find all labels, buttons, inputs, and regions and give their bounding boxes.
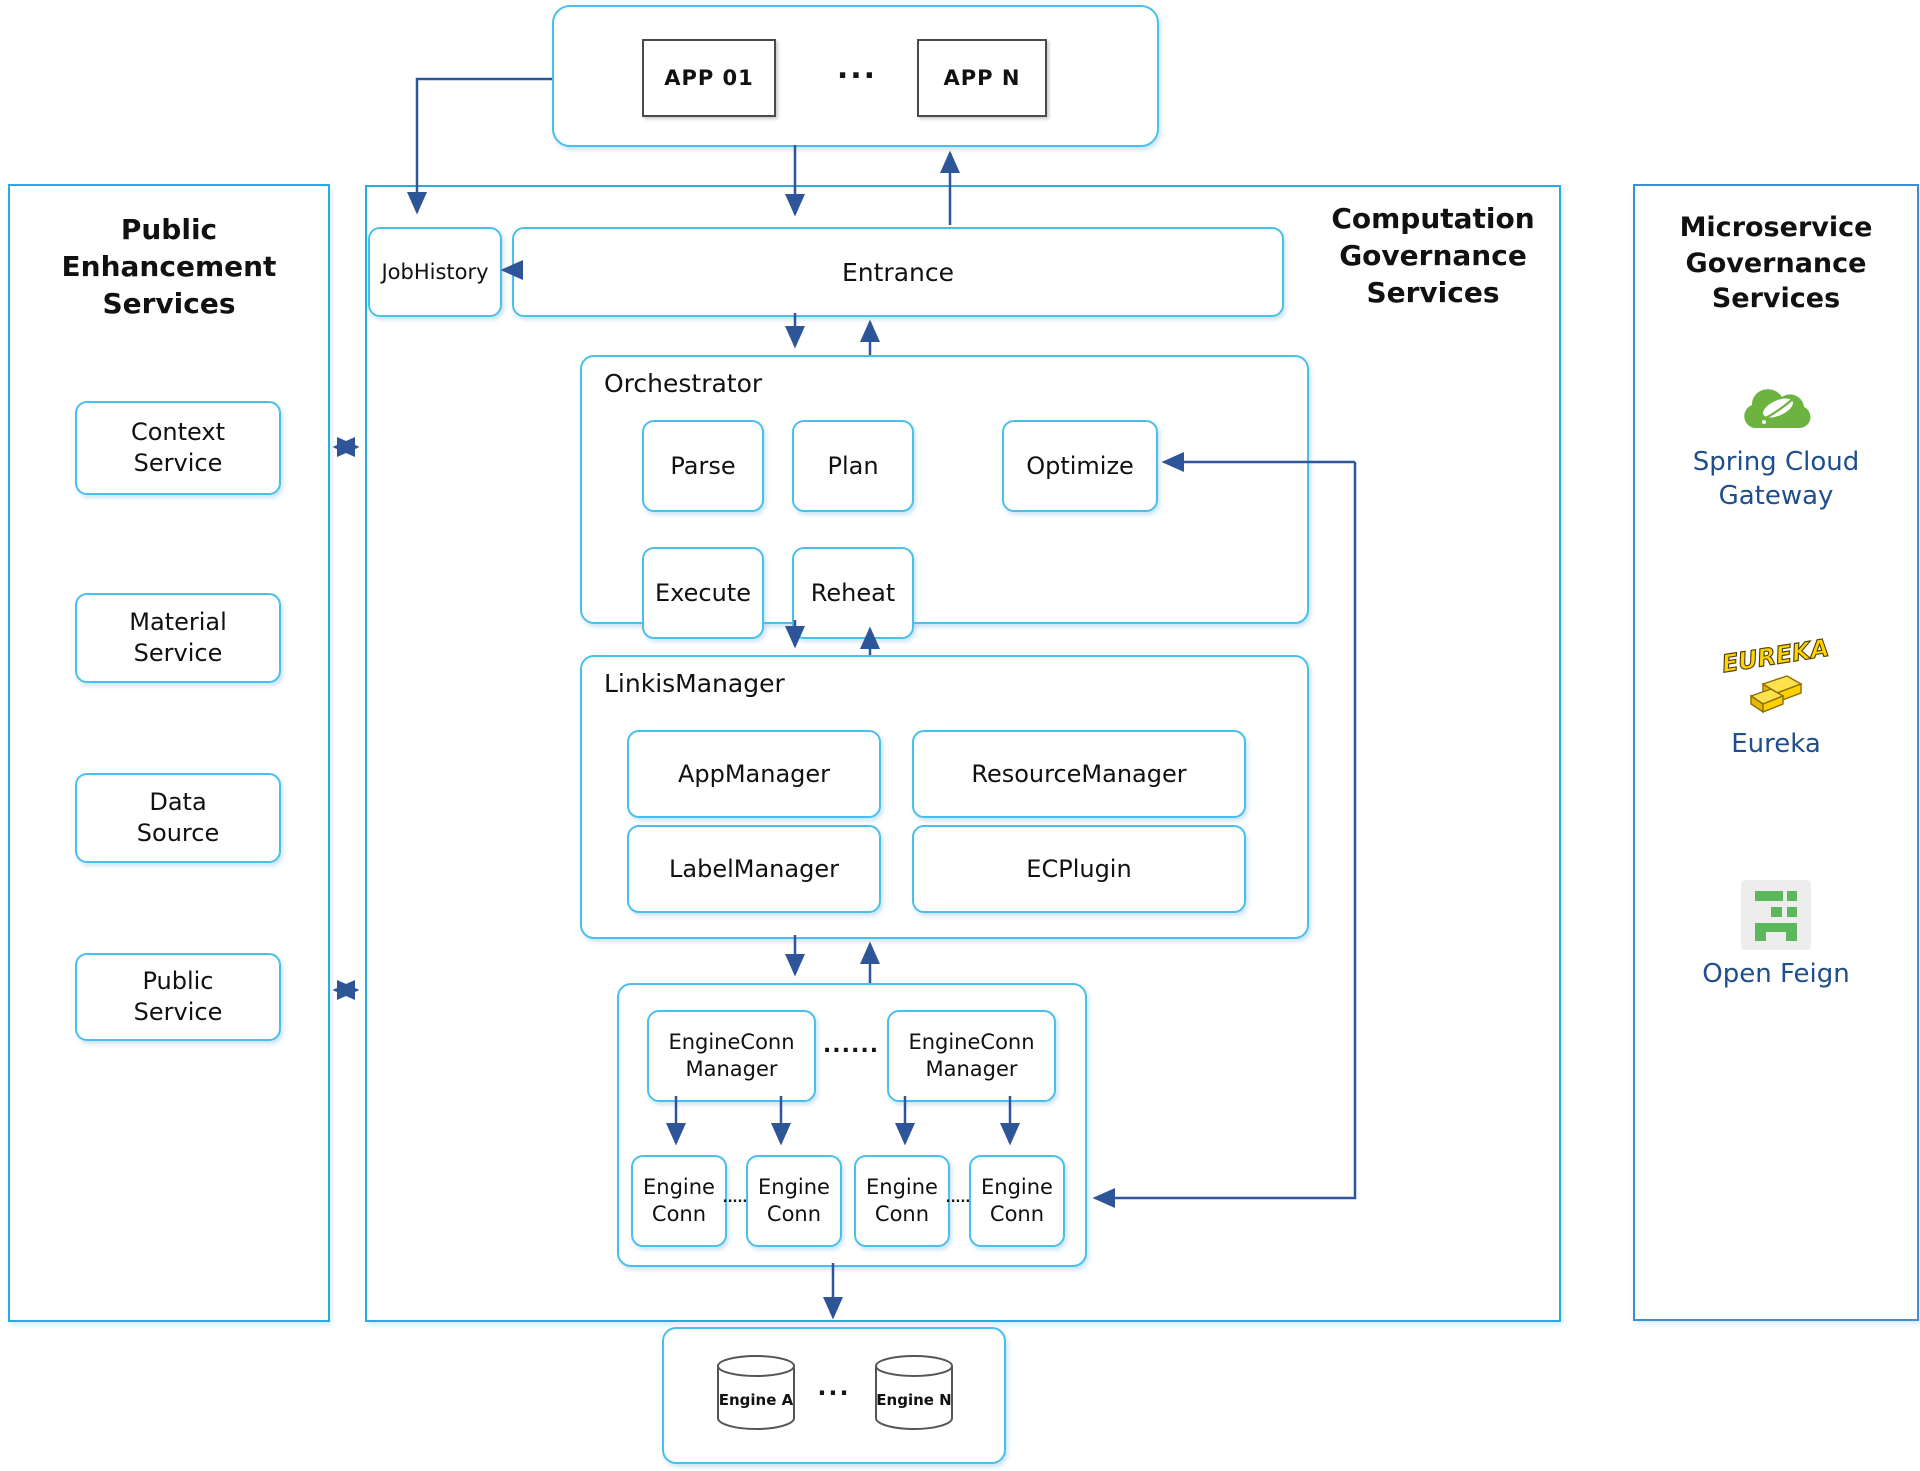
open-feign-icon	[1741, 880, 1811, 950]
engine-conn-2-box: Engine Conn	[746, 1155, 842, 1247]
parse-box: Parse	[642, 420, 764, 512]
engineconn-manager-2-label: EngineConn Manager	[908, 1029, 1035, 1081]
linkismanager-title: LinkisManager	[604, 669, 785, 698]
data-source-box: Data Source	[75, 773, 281, 863]
engine-conn-3-label: Engine Conn	[866, 1174, 938, 1226]
engineconn-container: EngineConn Manager ...... EngineConn Man…	[617, 983, 1087, 1267]
open-feign-label: Open Feign	[1702, 959, 1850, 989]
eureka-label: Eureka	[1731, 729, 1821, 759]
cylinder-shape	[875, 1355, 953, 1430]
resourcemanager-box: ResourceManager	[912, 730, 1246, 818]
engine-conn-1-label: Engine Conn	[643, 1174, 715, 1226]
engine-a-cylinder: Engine A	[714, 1353, 798, 1433]
engineconn-manager-2-box: EngineConn Manager	[887, 1010, 1056, 1102]
context-service-label: Context Service	[130, 418, 226, 477]
execute-box: Execute	[642, 547, 764, 639]
microservice-governance-title: Microservice Governance Services	[1679, 212, 1873, 315]
public-enhancement-title: Public Enhancement Services	[61, 213, 277, 320]
engineconn-manager-1-label: EngineConn Manager	[668, 1029, 795, 1081]
eureka-wordmark: EUREKA	[1721, 638, 1831, 678]
engine-conn-2-label: Engine Conn	[758, 1174, 830, 1226]
apps-container: APP 01 ... APP N	[552, 5, 1159, 147]
linkismanager-box: LinkisManager AppManager ResourceManager…	[580, 655, 1309, 939]
material-service-box: Material Service	[75, 593, 281, 683]
execute-label: Execute	[655, 578, 751, 607]
microservice-governance-panel: Microservice Governance Services Spring …	[1633, 184, 1919, 1321]
public-service-label: Public Service	[133, 967, 223, 1026]
resourcemanager-label: ResourceManager	[971, 759, 1187, 788]
computation-governance-title: Computation Governance Services	[1331, 202, 1535, 309]
cylinder-shape	[717, 1355, 795, 1430]
spring-cloud-gateway-icon	[1744, 389, 1811, 428]
apps-ellipsis: ...	[836, 51, 878, 86]
jobhistory-label: JobHistory	[381, 260, 489, 284]
engine-conn-1-box: Engine Conn	[631, 1155, 727, 1247]
engine-conn-ellipsis-2: .....	[945, 1191, 971, 1206]
engine-conn-4-label: Engine Conn	[981, 1174, 1053, 1226]
jobhistory-box: JobHistory	[368, 227, 502, 317]
engines-ellipsis: ...	[817, 1373, 851, 1401]
plan-box: Plan	[792, 420, 914, 512]
labelmanager-box: LabelManager	[627, 825, 881, 913]
reheat-label: Reheat	[810, 578, 896, 607]
optimize-box: Optimize	[1002, 420, 1158, 512]
app-n-label: APP N	[943, 66, 1021, 90]
plan-label: Plan	[827, 451, 879, 480]
context-service-box: Context Service	[75, 401, 281, 495]
engineconn-managers-ellipsis: ......	[822, 1033, 880, 1058]
spring-cloud-gateway-label: Spring Cloud Gateway	[1692, 447, 1860, 511]
spring-cloud-gateway-group: Spring Cloud Gateway	[1635, 386, 1917, 514]
data-source-label: Data Source	[136, 788, 220, 847]
public-enhancement-panel: Public Enhancement Services Context Serv…	[8, 184, 330, 1322]
appmanager-label: AppManager	[677, 759, 831, 788]
engine-conn-4-box: Engine Conn	[969, 1155, 1065, 1247]
entrance-box: Entrance	[512, 227, 1284, 317]
orchestrator-box: Orchestrator Parse Plan Optimize Execute…	[580, 355, 1309, 639]
app-01-label: APP 01	[664, 66, 754, 90]
eureka-group: EUREKA Eureka	[1635, 638, 1917, 762]
labelmanager-label: LabelManager	[669, 854, 839, 883]
engine-conn-3-box: Engine Conn	[854, 1155, 950, 1247]
eureka-icon: EUREKA	[1721, 638, 1831, 714]
orchestrator-title: Orchestrator	[604, 369, 763, 398]
open-feign-group: Open Feign	[1635, 880, 1917, 992]
app-01-box: APP 01	[642, 39, 776, 117]
engines-container: Engine A ... Engine N	[662, 1327, 1006, 1464]
engine-n-cylinder: Engine N	[872, 1353, 956, 1433]
entrance-label: Entrance	[841, 257, 954, 287]
app-n-box: APP N	[917, 39, 1047, 117]
parse-label: Parse	[670, 451, 736, 480]
engineconn-manager-1-box: EngineConn Manager	[647, 1010, 816, 1102]
engine-conn-ellipsis-1: .....	[722, 1191, 748, 1206]
ecplugin-box: ECPlugin	[912, 825, 1246, 913]
material-service-label: Material Service	[129, 608, 227, 667]
optimize-label: Optimize	[1026, 451, 1134, 480]
reheat-box: Reheat	[792, 547, 914, 639]
public-service-box: Public Service	[75, 953, 281, 1041]
appmanager-box: AppManager	[627, 730, 881, 818]
engine-a-label: Engine A	[718, 1391, 794, 1409]
engine-n-label: Engine N	[876, 1391, 952, 1409]
ecplugin-label: ECPlugin	[1026, 854, 1132, 883]
